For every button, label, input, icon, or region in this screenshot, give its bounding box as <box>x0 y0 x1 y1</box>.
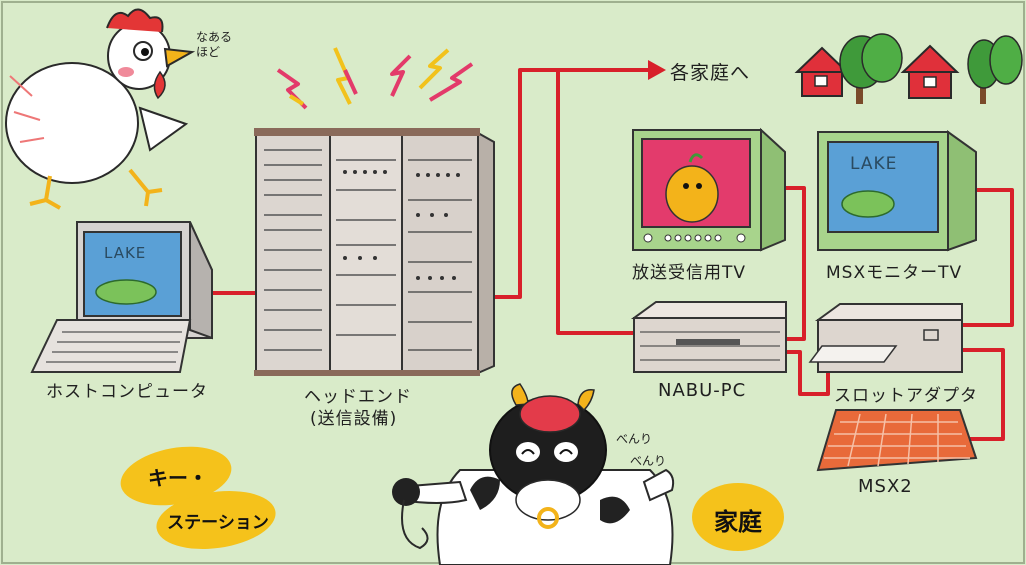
cable-msx-monitor-to-adapter <box>962 188 1014 327</box>
label-msx2: MSX2 <box>858 476 913 497</box>
label-host-computer: ホストコンピュータ <box>46 382 208 402</box>
cables <box>205 68 1014 441</box>
host-screen-text: LAKE <box>104 244 147 262</box>
label-headend: ヘッドエンド <box>304 387 412 407</box>
label-slot-adapter: スロットアダプタ <box>834 386 978 406</box>
label-nabu-pc: NABU-PC <box>658 380 747 401</box>
nabu-pc-box <box>630 301 787 373</box>
badge-key-station-line1: キー・ <box>148 466 208 490</box>
cable-headend-to-homes <box>478 68 648 299</box>
slot-adapter-box <box>808 303 963 373</box>
key-station-badge-2 <box>156 491 276 549</box>
label-headend-sub: (送信設備) <box>310 409 398 429</box>
cow-mascot <box>392 383 675 565</box>
signal-bolts <box>276 47 474 110</box>
label-to-homes: 各家庭へ <box>670 62 751 84</box>
cable-nabu-to-adapter <box>786 350 830 396</box>
arrow-to-homes <box>648 60 666 80</box>
badge-key-station-line2: ステーション <box>167 513 269 533</box>
msx-screen-text: LAKE <box>850 154 898 174</box>
label-msx-monitor-tv: MSXモニターTV <box>826 263 963 283</box>
home-badge <box>692 483 784 551</box>
cable-adapter-to-msx2 <box>960 348 1005 441</box>
chicken-mascot <box>5 8 196 210</box>
key-station-badge <box>120 446 232 506</box>
houses-and-trees <box>794 33 1023 104</box>
cow-speech-2: べんり <box>630 454 667 468</box>
chicken-speech: なあるほど <box>196 30 233 59</box>
headend-rack <box>254 128 495 376</box>
label-broadcast-tv: 放送受信用TV <box>632 263 747 283</box>
badge-home: 家庭 <box>714 508 762 536</box>
cable-broadcast-tv-to-nabu <box>782 186 806 341</box>
cow-speech-1: べんり <box>616 432 653 446</box>
msx-monitor-tv <box>817 130 977 252</box>
host-computer <box>30 221 213 373</box>
cable-branch-to-nabu <box>556 70 634 335</box>
broadcast-tv <box>632 127 786 252</box>
msx2-keyboard <box>816 409 978 472</box>
